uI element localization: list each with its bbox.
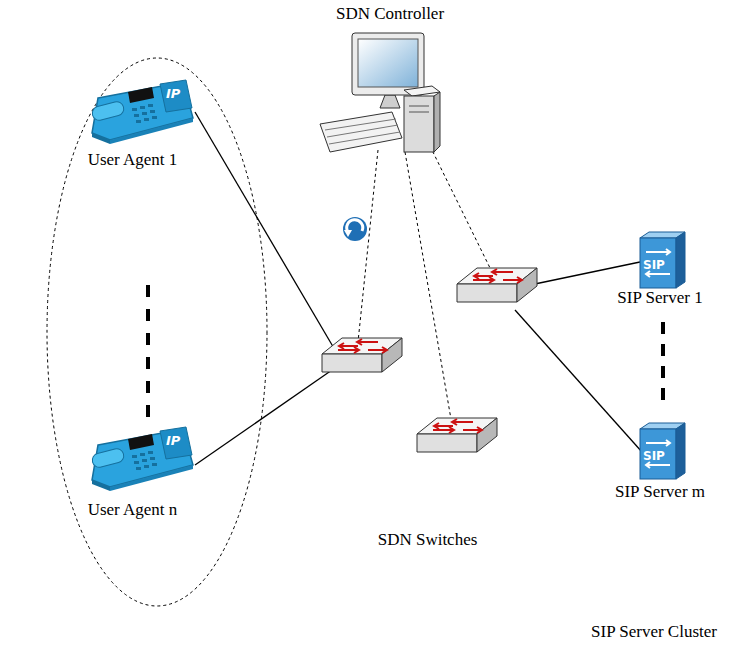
node-label: SIP Server 1: [617, 288, 702, 308]
icon-label: SIP: [643, 258, 665, 272]
network-link: [195, 370, 332, 465]
controller-node: SDN Controller: [310, 4, 470, 154]
sdn-switch: [322, 338, 402, 372]
sip-server-icon: [640, 423, 685, 479]
network-link: [195, 112, 335, 350]
network-link: [515, 310, 642, 452]
icon-label: IP: [166, 433, 180, 448]
node-label: SDN Controller: [336, 4, 444, 24]
sdn-controller-computer: [320, 33, 440, 152]
sip-server-icon: [640, 232, 685, 288]
icon-label: IP: [166, 86, 180, 101]
node-label: SIP Server Cluster: [591, 622, 717, 642]
node-label: SIP Server m: [615, 482, 705, 502]
cloud-outline: [245, 212, 610, 550]
node-label: SDN Switches: [378, 530, 478, 550]
icon-label: SIP: [643, 449, 665, 463]
sync-icon: [343, 217, 367, 241]
user-agent-group: [47, 58, 267, 606]
ip-phone: [91, 427, 193, 491]
sdn-switch: [457, 268, 537, 302]
control-link: [405, 152, 452, 425]
sdn-switch: [417, 418, 497, 452]
control-link: [430, 146, 492, 272]
network-link: [530, 262, 640, 285]
node-label: User Agent n: [88, 500, 178, 520]
dots: [146, 285, 665, 417]
ip-phone: [91, 80, 193, 144]
control-link: [358, 150, 378, 342]
node-label: User Agent 1: [88, 150, 178, 170]
switch-cloud: SDN Switches: [245, 212, 610, 550]
